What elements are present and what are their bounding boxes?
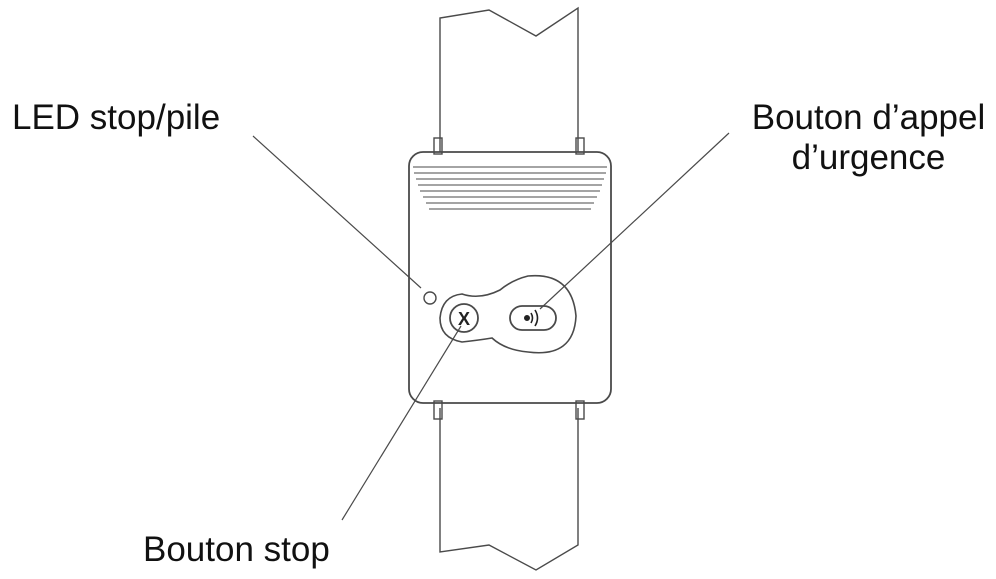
x-icon: X (458, 309, 470, 329)
urgence-label-line1: Bouton d’appel (751, 98, 986, 137)
leader-led (252, 135, 422, 289)
urgence-button (509, 305, 557, 331)
signal-icon (523, 309, 539, 327)
bottom-left-lug (433, 400, 443, 420)
urgence-button-label: Bouton d’appel d’urgence (746, 98, 991, 178)
stop-button (449, 303, 479, 333)
leader-urgence (539, 132, 730, 310)
bottom-right-lug (575, 400, 585, 420)
device-body (408, 151, 612, 404)
urgence-label-line2: d’urgence (791, 138, 946, 177)
led-indicator (423, 291, 437, 305)
button-panel (439, 274, 577, 354)
led-label: LED stop/pile (12, 98, 221, 137)
leader-stop (341, 325, 462, 521)
bottom-strap (439, 408, 579, 571)
stop-button-label: Bouton stop (143, 530, 330, 569)
top-right-lug (575, 137, 585, 155)
ridge-lines (413, 166, 607, 210)
top-strap (439, 6, 579, 152)
top-left-lug (433, 137, 443, 155)
